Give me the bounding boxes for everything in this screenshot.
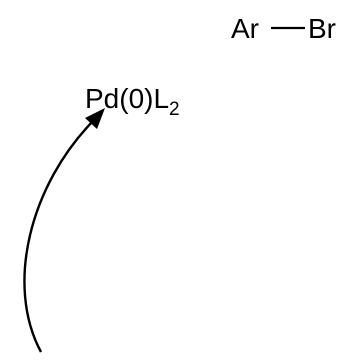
bromide-label: Br: [308, 13, 336, 44]
catalyst-main-text: Pd(0)L: [85, 83, 169, 114]
catalyst-subscript: 2: [169, 99, 180, 120]
cycle-arrow: [23, 108, 105, 353]
aryl-label: Ar: [231, 13, 259, 44]
aryl-bromide: Ar Br: [231, 13, 336, 44]
arrow-head-icon: [85, 108, 105, 129]
palladium-catalyst: Pd(0)L2: [85, 83, 180, 120]
catalyst-label: Pd(0)L2: [85, 83, 180, 120]
cycle-arrow-shaft: [23, 119, 95, 353]
